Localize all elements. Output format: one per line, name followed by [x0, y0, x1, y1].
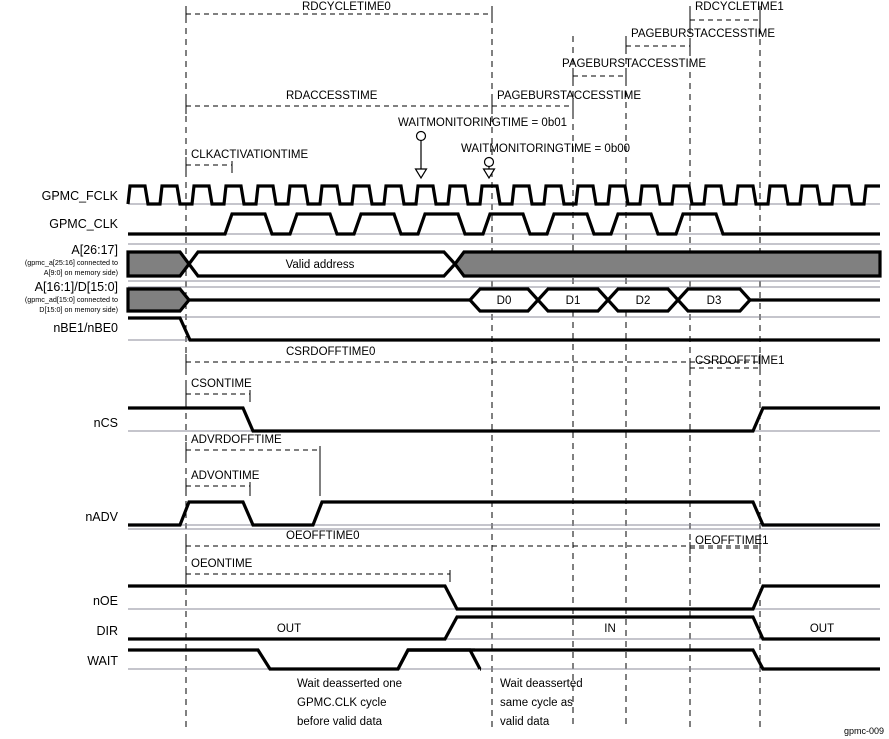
- bus-ad-d2-text: D2: [636, 295, 651, 307]
- bracket-pageburst-2: PAGEBURSTACCESSTIME: [562, 58, 706, 84]
- dir-in-text: IN: [604, 623, 616, 635]
- waveform-dir: OUT IN OUT: [128, 615, 880, 641]
- waveform-gpmc-clk: [128, 212, 880, 236]
- label-advrdofftime: ADVRDOFFTIME: [191, 434, 282, 446]
- annotation-waitmonitoringtime-0b01: WAITMONITORINGTIME = 0b01: [398, 117, 567, 180]
- label-csontime: CSONTIME: [191, 378, 252, 390]
- note-left-line3: before valid data: [297, 716, 383, 728]
- bracket-pageburst-3: PAGEBURSTACCESSTIME: [625, 28, 775, 54]
- bracket-oeontime: OEONTIME: [185, 558, 451, 582]
- signal-sublabel-a26-17-line2: A[9:0] on memory side): [44, 268, 118, 277]
- signal-label-ncs: nCS: [94, 416, 118, 430]
- bus-ad-d0-text: D0: [497, 295, 512, 307]
- label-rdaccesstime: RDACCESSTIME: [286, 90, 378, 102]
- waitmon-marker-circle-2: [483, 156, 495, 168]
- bracket-csrdofftime1: CSRDOFFTIME1: [689, 355, 784, 374]
- note-right-line3: valid data: [500, 716, 550, 728]
- label-waitmonitoringtime-0b01: WAITMONITORINGTIME = 0b01: [398, 117, 567, 129]
- bus-ad-unknown-left: [126, 287, 192, 313]
- waveform-ad-bus: D0 D1 D2 D3: [126, 287, 880, 313]
- label-pageburstaccesstime-1: PAGEBURSTACCESSTIME: [497, 90, 641, 102]
- bracket-csontime: CSONTIME: [185, 378, 252, 402]
- bus-a-unknown-left: [126, 250, 191, 278]
- signal-label-nbe1-nbe0: nBE1/nBE0: [53, 321, 118, 335]
- waitmon-arrowhead-2: [482, 168, 496, 180]
- note-left: Wait deasserted one GPMC.CLK cycle befor…: [297, 678, 402, 728]
- label-advontime: ADVONTIME: [191, 470, 260, 482]
- label-csrdofftime0: CSRDOFFTIME0: [286, 346, 375, 358]
- waveform-wait: [128, 648, 880, 671]
- bus-ad-d3-text: D3: [707, 295, 722, 307]
- bus-a-value-text: Valid address: [286, 259, 355, 271]
- label-pageburstaccesstime-3: PAGEBURSTACCESSTIME: [631, 28, 775, 40]
- waveform-ncs: [128, 406, 880, 433]
- note-right-line1: Wait deasserted: [500, 678, 583, 690]
- label-oeofftime0: OEOFFTIME0: [286, 530, 359, 542]
- waitmon-arrowhead-1: [414, 168, 428, 180]
- bracket-oeofftime1: OEOFFTIME1: [689, 535, 768, 554]
- bracket-clkactivationtime: CLKACTIVATIONTIME: [185, 149, 308, 173]
- waveform-a26-17: Valid address: [126, 250, 882, 278]
- signal-labels: GPMC_FCLK GPMC_CLK A[26:17] (gpmc_a[25:1…: [25, 189, 119, 668]
- label-csrdofftime1: CSRDOFFTIME1: [695, 355, 784, 367]
- signal-label-a26-17: A[26:17]: [71, 243, 118, 257]
- note-left-line1: Wait deasserted one: [297, 678, 402, 690]
- bracket-rdaccesstime: RDACCESSTIME: [185, 90, 493, 114]
- signal-label-gpmc-fclk: GPMC_FCLK: [42, 189, 119, 203]
- bracket-rdcycletime0: RDCYCLETIME0: [185, 1, 493, 22]
- signal-label-dir: DIR: [96, 624, 118, 638]
- waveform-noe: [128, 584, 880, 611]
- guide-lines: [185, 6, 761, 728]
- label-rdcycletime1: RDCYCLETIME1: [695, 1, 784, 13]
- label-pageburstaccesstime-2: PAGEBURSTACCESSTIME: [562, 58, 706, 70]
- dir-out-left-text: OUT: [277, 623, 301, 635]
- signal-sublabel-ad-line2: D[15:0] on memory side): [39, 305, 118, 314]
- label-waitmonitoringtime-0b00: WAITMONITORINGTIME = 0b00: [461, 143, 630, 155]
- note-left-line2: GPMC.CLK cycle: [297, 697, 386, 709]
- dir-out-right-text: OUT: [810, 623, 834, 635]
- waveform-nadv: [128, 500, 880, 527]
- waitmon-marker-circle-1: [415, 130, 427, 142]
- bracket-pageburst-1: PAGEBURSTACCESSTIME: [491, 90, 641, 114]
- label-oeofftime1: OEOFFTIME1: [695, 535, 768, 547]
- bus-ad-d1-text: D1: [566, 295, 581, 307]
- signal-sublabel-a26-17-line1: (gpmc_a[25:16] connected to: [25, 258, 118, 267]
- bracket-oeofftime0: OEOFFTIME0: [185, 530, 761, 554]
- note-right: Wait deasserted same cycle as valid data: [500, 678, 583, 728]
- bracket-advrdofftime: ADVRDOFFTIME: [185, 434, 321, 496]
- signal-label-gpmc-clk: GPMC_CLK: [49, 217, 118, 231]
- note-right-line2: same cycle as: [500, 697, 573, 709]
- waveform-nbe: [128, 316, 880, 342]
- bracket-csrdofftime0: CSRDOFFTIME0: [185, 346, 761, 370]
- bus-a-unknown-right: [453, 250, 882, 278]
- bracket-rdcycletime1: RDCYCLETIME1: [689, 1, 784, 28]
- signal-label-wait: WAIT: [87, 654, 118, 668]
- bracket-advontime: ADVONTIME: [185, 470, 260, 496]
- annotation-waitmonitoringtime-0b00: WAITMONITORINGTIME = 0b00: [461, 143, 630, 180]
- signal-label-noe: nOE: [93, 594, 118, 608]
- figure-watermark: gpmc-009: [844, 726, 884, 736]
- label-oeontime: OEONTIME: [191, 558, 253, 570]
- signal-label-a16-1-d15-0: A[16:1]/D[15:0]: [35, 280, 118, 294]
- signal-sublabel-ad-line1: (gpmc_ad[15:0] connected to: [25, 295, 118, 304]
- signal-label-nadv: nADV: [85, 510, 118, 524]
- label-rdcycletime0: RDCYCLETIME0: [302, 1, 391, 13]
- waveform-wait-pulse: [396, 648, 482, 671]
- label-clkactivationtime: CLKACTIVATIONTIME: [191, 149, 308, 161]
- waveform-gpmc-fclk: [126, 184, 880, 206]
